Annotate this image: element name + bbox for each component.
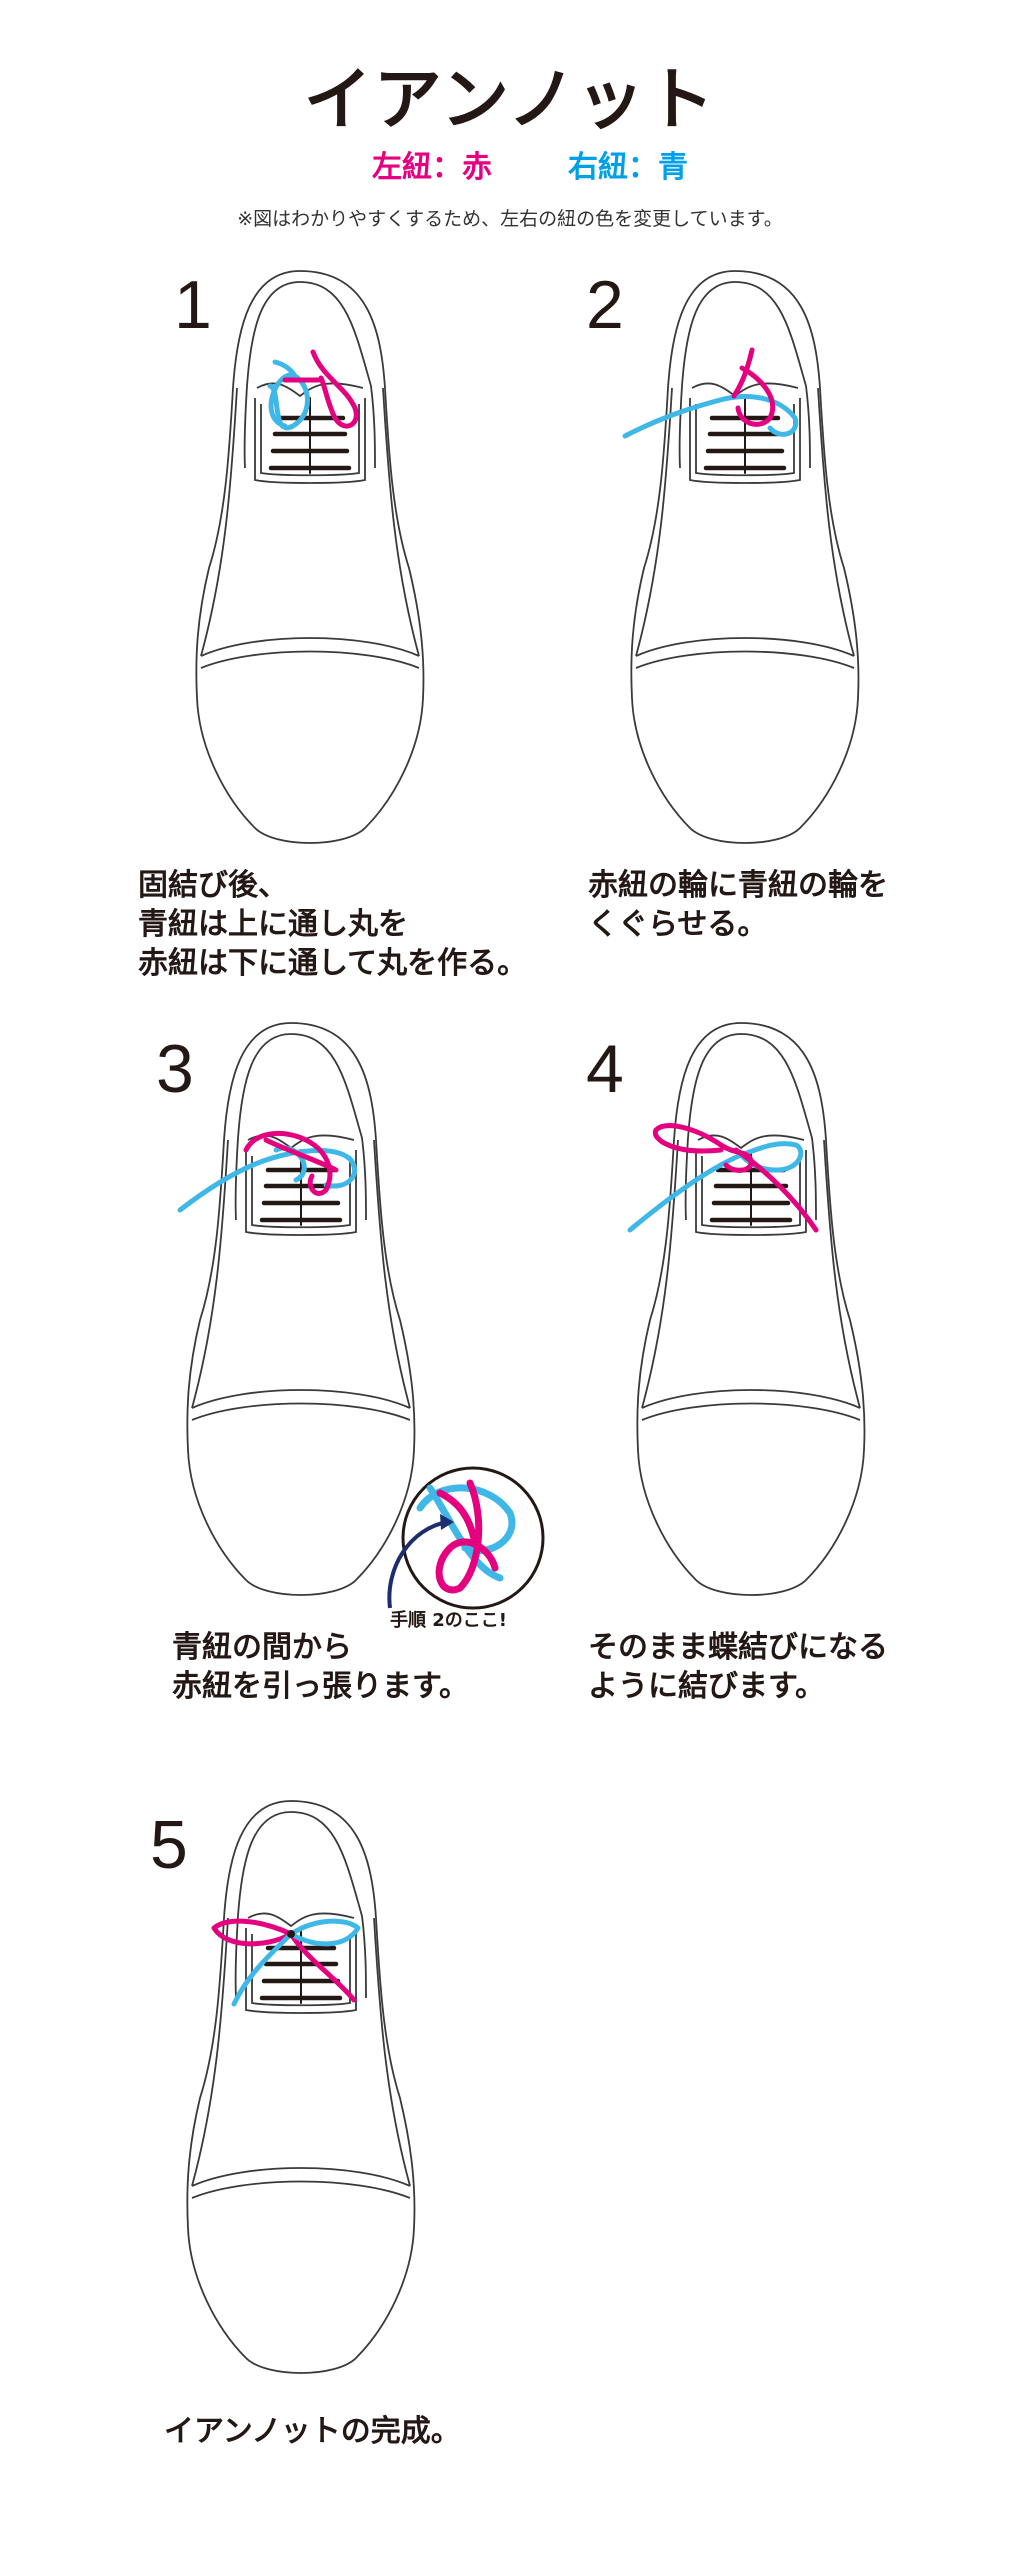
shoe-eyelet-laces (268, 397, 352, 474)
shoe-outline (195, 270, 425, 844)
step-1-caption: 固結び後、 青紐は上に通し丸を 赤紐は下に通して丸を作る。 (138, 868, 528, 981)
step-5-shoe-illustration (186, 1800, 416, 2374)
step-1-number: 1 (174, 267, 212, 343)
step-4-shoe-illustration (627, 1022, 866, 1596)
step-5-number: 5 (150, 1807, 188, 1883)
shoe-eyelet-laces (259, 1927, 343, 2004)
shoe-outline (186, 1022, 416, 1596)
shoe-outline (636, 1022, 866, 1596)
step-1-colored-laces (267, 349, 359, 431)
step-2-shoe-illustration (622, 270, 860, 844)
step-4-colored-laces (627, 1123, 819, 1233)
legend-left-lace: 左紐：赤 (372, 150, 492, 185)
step-3-zoom-callout (387, 1466, 545, 1610)
step-4-caption: そのまま蝶結びになる ように結びます。 (588, 1630, 888, 1704)
page-title: イアンノット (303, 61, 717, 140)
step-2-number: 2 (586, 267, 624, 343)
step-5-colored-laces (211, 1918, 361, 2007)
callout-label: 手順 2のここ! (390, 1610, 507, 1631)
step-2-colored-laces (622, 347, 799, 439)
step-3-shoe-illustration (177, 1022, 416, 1596)
step-4-number: 4 (586, 1031, 624, 1107)
step-3-colored-laces (177, 1130, 358, 1213)
shoe-outline (186, 1800, 416, 2374)
shoe-eyelet-laces (259, 1149, 343, 1226)
step-5-caption: イアンノットの完成。 (164, 2414, 461, 2449)
color-note: ※図はわかりやすくするため、左右の紐の色を変更しています。 (237, 208, 783, 230)
shoe-outline (630, 270, 860, 844)
legend-right-lace: 右紐：青 (568, 150, 688, 185)
step-2-caption: 赤紐の輪に青紐の輪を くぐらせる。 (588, 868, 888, 942)
step-1-shoe-illustration (195, 270, 425, 844)
callout-lace-detail (416, 1479, 516, 1594)
step-3-caption: 青紐の間から 赤紐を引っ張ります。 (172, 1630, 469, 1704)
step-3-number: 3 (156, 1031, 194, 1107)
